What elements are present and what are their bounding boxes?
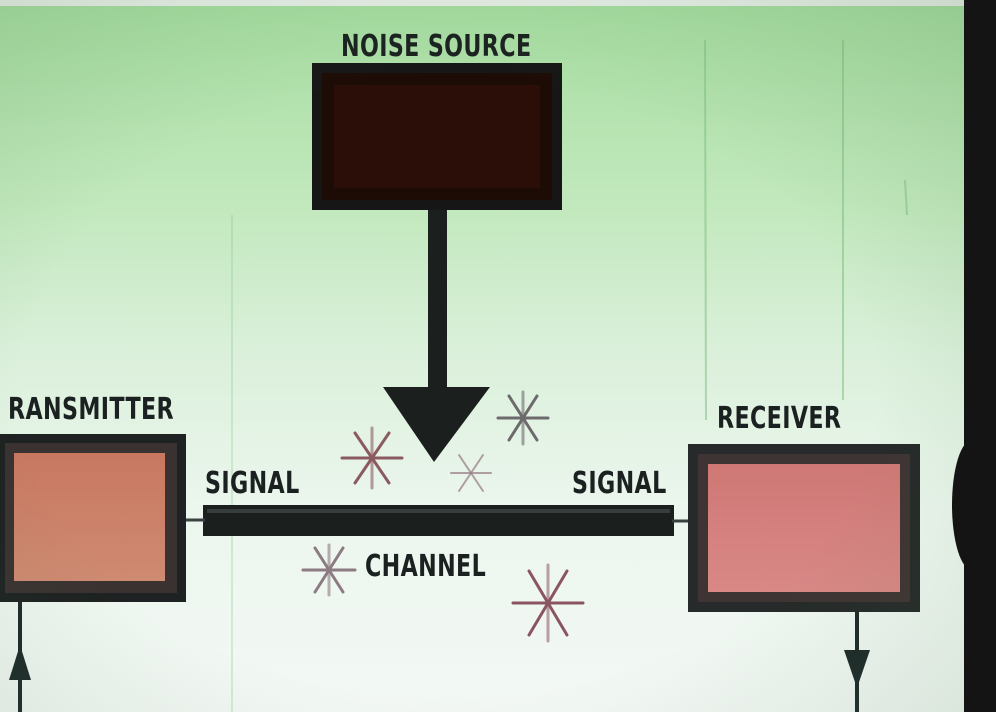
noise-arrow-shaft xyxy=(428,205,447,397)
signal-label-right: SIGNAL xyxy=(572,466,667,501)
channel-label: CHANNEL xyxy=(365,549,487,584)
noise-star-icon xyxy=(496,390,550,446)
noise-source-label: NOISE SOURCE xyxy=(341,29,532,64)
tx-input-arrow-icon xyxy=(9,645,31,680)
transmitter-panel xyxy=(14,453,165,581)
signal-label-left: SIGNAL xyxy=(205,466,300,501)
receiver-label: RECEIVER xyxy=(717,401,842,436)
noise-source-box xyxy=(312,63,562,210)
screen-frame-bulge xyxy=(952,440,992,570)
noise-source-panel xyxy=(334,85,540,188)
channel-bar-highlight xyxy=(207,509,670,513)
transmitter-box xyxy=(0,434,186,602)
film-streaks xyxy=(231,39,908,712)
noise-star-icon xyxy=(511,563,585,643)
screen-frame-edge xyxy=(964,0,996,712)
transmitter-label: RANSMITTER xyxy=(8,392,174,427)
noise-star-icon xyxy=(450,454,492,492)
receiver-panel xyxy=(708,464,900,592)
rx-output-arrow-icon xyxy=(844,650,870,688)
noise-arrow-head xyxy=(383,387,490,462)
screen-top-edge xyxy=(0,0,996,6)
noise-star-icon xyxy=(301,543,357,597)
receiver-box xyxy=(688,444,920,612)
noise-star-icon xyxy=(340,426,404,490)
